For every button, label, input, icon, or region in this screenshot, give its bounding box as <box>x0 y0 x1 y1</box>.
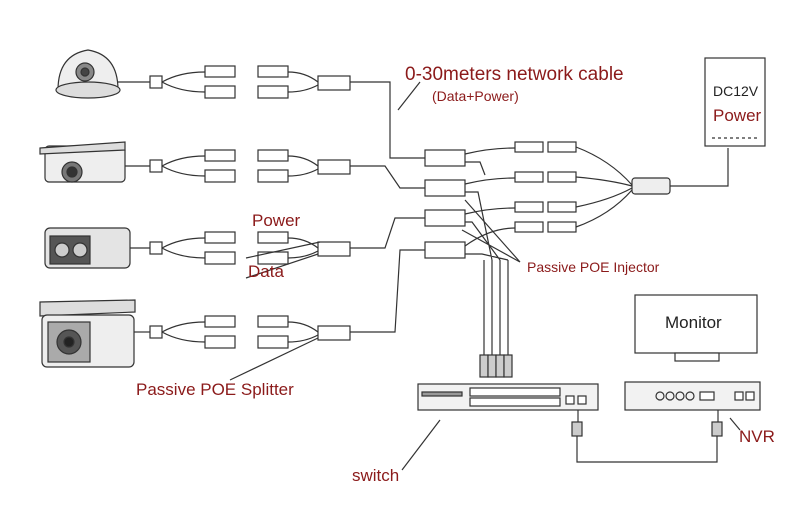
outdoor-camera-icon <box>39 299 136 368</box>
cable-title-label: 0-30meters network cable <box>405 64 624 85</box>
network-cables <box>350 81 425 333</box>
data-label: Data <box>248 262 284 281</box>
power-label: Power <box>252 211 301 230</box>
callout-lines <box>229 81 741 471</box>
dome-camera-icon <box>55 49 121 99</box>
power-supply-label: Power <box>713 106 762 125</box>
poe-injectors <box>424 141 729 259</box>
nvr-icon <box>624 381 761 437</box>
switch-nvr-cable <box>576 436 718 463</box>
monitor-label: Monitor <box>665 313 722 332</box>
nvr-label: NVR <box>739 427 775 446</box>
injector-label: Passive POE Injector <box>527 259 660 275</box>
switch-icon <box>417 383 599 437</box>
bullet-camera-icon <box>39 141 126 183</box>
box-camera-icon <box>44 227 131 269</box>
cable-subtitle-label: (Data+Power) <box>432 88 519 104</box>
power-adapter-icon <box>704 57 766 147</box>
monitor-icon <box>634 294 758 362</box>
switch-uplinks <box>465 161 513 378</box>
switch-label: switch <box>352 466 400 485</box>
dc-voltage-label: DC12V <box>713 83 759 99</box>
camera-cables <box>118 65 351 349</box>
splitter-label: Passive POE Splitter <box>136 380 294 399</box>
